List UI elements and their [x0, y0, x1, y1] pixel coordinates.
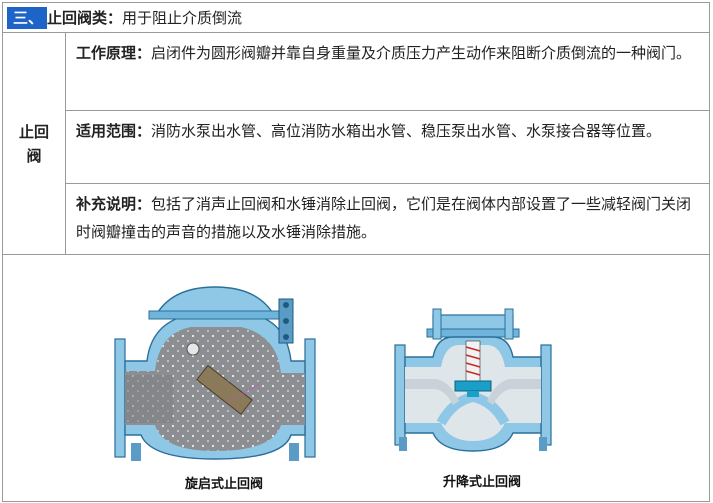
row-text: 启闭件为圆形阀瓣并靠自身重量及介质压力产生动作来阻断介质倒流的一种阀门。: [151, 44, 692, 62]
section-title: 止回阀类：: [47, 9, 123, 27]
row-label: 补充说明：: [76, 195, 152, 213]
row-label-line1: 止回: [18, 122, 49, 141]
working-principle-row: 工作原理：启闭件为圆形阀瓣并靠自身重量及介质压力产生动作来阻断介质倒流的一种阀门…: [66, 33, 709, 111]
row-label: 工作原理：: [76, 44, 152, 62]
row-label: 适用范围：: [76, 122, 152, 140]
application-scope-row: 适用范围：消防水泵出水管、高位消防水箱出水管、稳压泵出水管、水泵接合器等位置。: [66, 111, 709, 184]
swing-check-valve-illustration: [114, 286, 316, 461]
figure-cell: 旋启式止回阀: [3, 255, 709, 501]
swing-valve-caption: 旋启式止回阀: [185, 477, 264, 492]
section-header: 三、止回阀类：用于阻止介质倒流: [3, 3, 709, 33]
supplementary-note-row: 补充说明：包括了消声止回阀和水锤消除止回阀，它们是在阀体内部设置了一些减轻阀门关…: [66, 184, 709, 255]
lift-check-valve-illustration: [394, 308, 552, 452]
lift-valve-caption: 升降式止回阀: [443, 475, 522, 490]
section-number-tag: 三、: [7, 7, 48, 29]
row-label-cell: 止回 阀: [3, 33, 66, 255]
row-label-line2: 阀: [26, 146, 42, 165]
row-text: 包括了消声止回阀和水锤消除止回阀，它们是在阀体内部设置了一些减轻阀门关闭时阀瓣撞…: [76, 195, 692, 241]
row-text: 消防水泵出水管、高位消防水箱出水管、稳压泵出水管、水泵接合器等位置。: [151, 122, 662, 140]
section-subtitle: 用于阻止介质倒流: [122, 9, 243, 27]
